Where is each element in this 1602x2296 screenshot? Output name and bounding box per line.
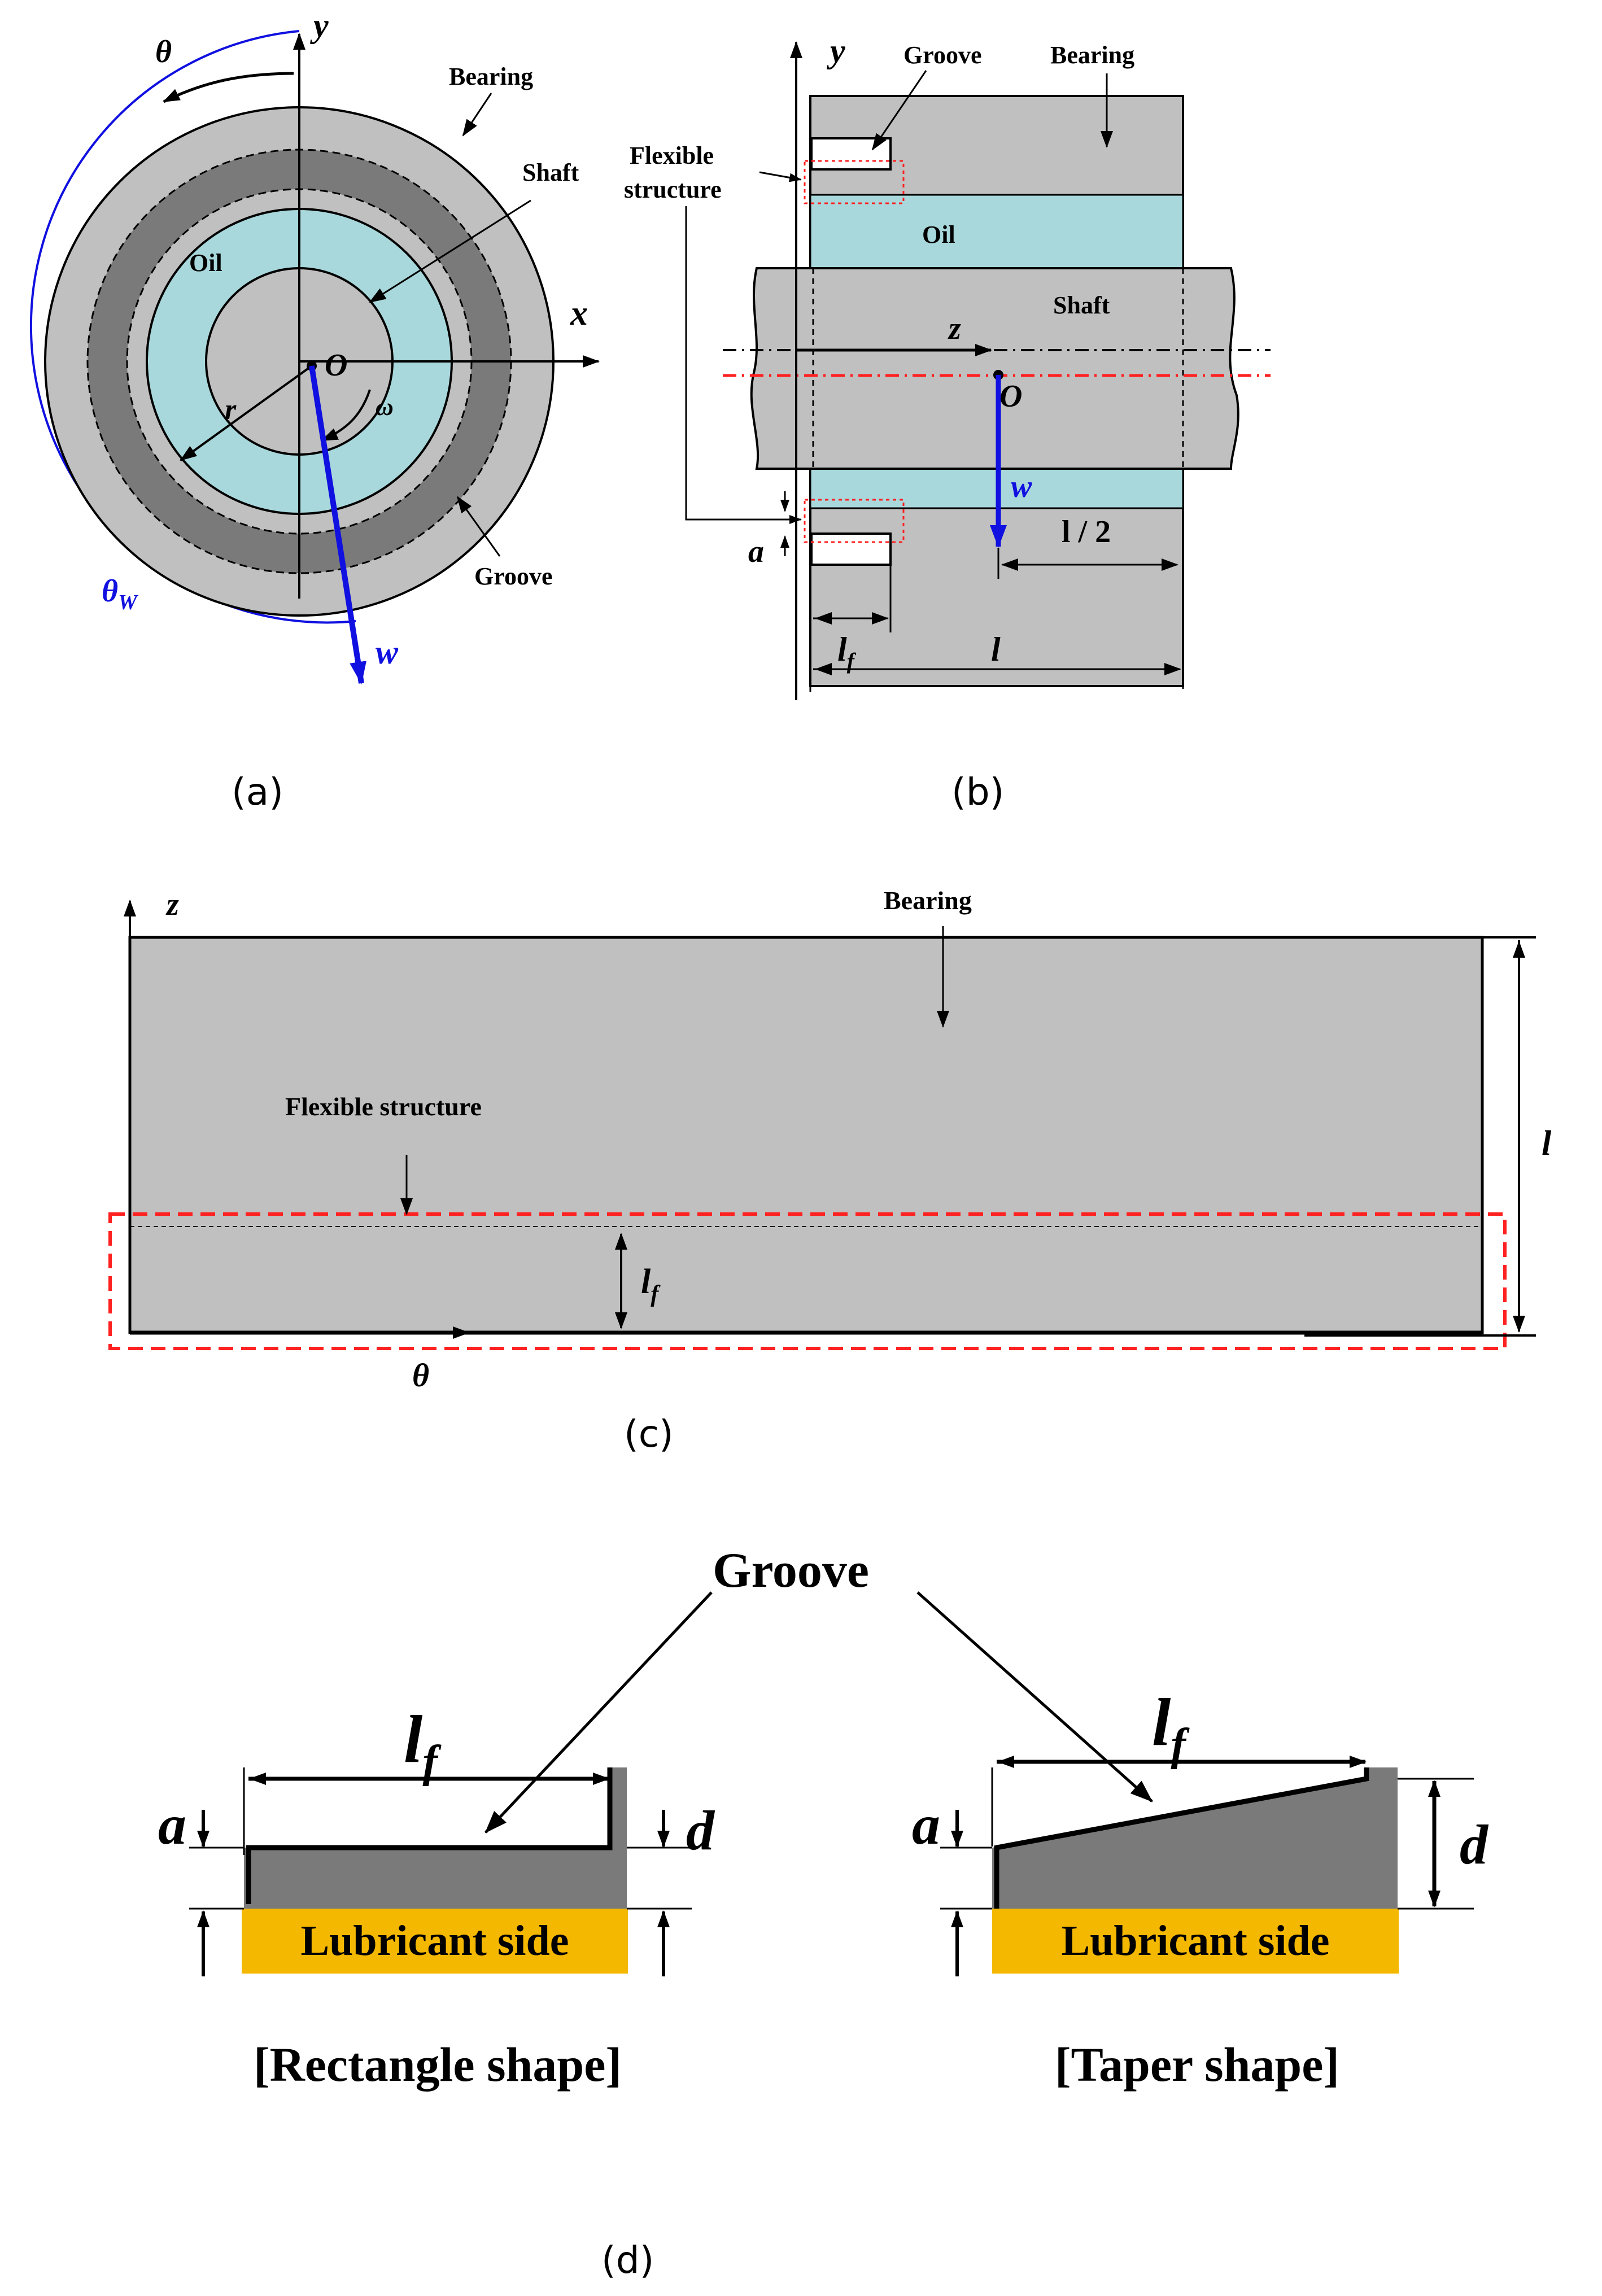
r-arrow (180, 365, 313, 461)
w-label-a: w (376, 634, 399, 671)
groove-label-d: Groove (713, 1543, 869, 1598)
theta-arc (163, 72, 294, 103)
panel-b: y Groove Bearing Flexible structure Oil … (624, 32, 1271, 814)
groove-leader-right (916, 1591, 1153, 1802)
caption-d: (d) (601, 2238, 654, 2282)
panel-a: θ y Bearing Shaft Oil x O ω r Groove θW … (30, 7, 600, 814)
lf-label-c: lf (641, 1263, 661, 1307)
bearing-label-b: Bearing (1050, 41, 1134, 69)
flex-box-top (804, 160, 905, 204)
flexible-label-c: Flexible structure (285, 1092, 482, 1121)
shaft-leader (369, 199, 531, 303)
groove-label-b: Groove (903, 41, 982, 69)
groove-leader-b (871, 70, 927, 151)
taper-d-label: d (1460, 1813, 1489, 1876)
oil-label-b: Oil (922, 221, 955, 248)
z-label-b: z (948, 311, 961, 346)
rect-title: [Rectangle shape] (254, 2037, 622, 2092)
groove-slot-top (810, 137, 892, 171)
lf-label-b: lf (837, 631, 857, 674)
groove-slot-bottom (810, 532, 892, 566)
flex-leader-long (685, 206, 802, 524)
groove-leader (456, 496, 501, 557)
theta-w-label: θW (102, 574, 139, 614)
bearing-leader (462, 93, 492, 137)
caption-a: (a) (232, 770, 283, 814)
rect-body (244, 1848, 627, 1909)
rect-wall (610, 1767, 627, 1849)
x-label: x (570, 294, 588, 333)
panel-d: Groove Lubricant side lf a (158, 1543, 1489, 2282)
flex-region (108, 1212, 1507, 1350)
shaft-label: Shaft (522, 159, 579, 186)
l-label-b: l (991, 631, 1001, 668)
a-label-b: a (748, 534, 764, 569)
taper-body (992, 1767, 1398, 1909)
rect-d-label: d (686, 1799, 715, 1862)
shaft-body (750, 267, 1239, 470)
rect-lf-label: lf (404, 1701, 442, 1787)
rect-a-label: a (158, 1793, 186, 1856)
w-label-b: w (1011, 469, 1032, 504)
theta-label: θ (155, 34, 172, 69)
l-label-c: l (1542, 1124, 1552, 1163)
shaft-label-b: Shaft (1053, 291, 1110, 319)
bearing-unrolled (128, 936, 1484, 1334)
caption-b: (b) (951, 770, 1004, 814)
r-label: r (225, 394, 237, 426)
groove-leader-left (484, 1591, 713, 1834)
omega-label: ω (376, 393, 394, 421)
half-l-label: l / 2 (1062, 514, 1111, 549)
y-label-b: y (827, 32, 845, 69)
taper-lubricant-label: Lubricant side (1061, 1917, 1329, 1965)
taper-a-label: a (912, 1793, 940, 1856)
rect-groove-outline (246, 1767, 613, 1904)
flexible-label-2: structure (624, 176, 722, 203)
rect-lubricant-label: Lubricant side (300, 1917, 569, 1965)
flexible-label-1: Flexible (630, 142, 714, 169)
o-label-b: O (999, 379, 1022, 414)
oil-top (809, 194, 1184, 269)
theta-label-c: θ (412, 1357, 429, 1394)
bearing-label: Bearing (449, 63, 533, 90)
z-label-c: z (165, 887, 179, 922)
omega-arc (321, 389, 371, 442)
w-arrow (309, 365, 366, 684)
y-label: y (310, 7, 329, 44)
rect-lubricant (242, 1909, 628, 1974)
panel-c: z Bearing Flexible structure lf l θ (c) (108, 886, 1552, 1456)
oil-label: Oil (189, 249, 222, 277)
taper-lf-label: lf (1152, 1684, 1190, 1770)
o-label: O (325, 348, 347, 383)
taper-groove-outline (994, 1767, 1369, 1909)
rectangle-shape: Lubricant side lf a d [Rectangle shape] (158, 1701, 715, 2092)
taper-shape: Lubricant side lf a d [Taper shape] (912, 1684, 1489, 2092)
caption-c: (c) (624, 1412, 674, 1456)
taper-title: [Taper shape] (1055, 2037, 1339, 2092)
bearing-label-c: Bearing (884, 886, 972, 915)
groove-label: Groove (474, 562, 553, 590)
flex-leader-top (759, 171, 802, 182)
flex-box-bottom (804, 499, 905, 543)
taper-lubricant (992, 1909, 1399, 1974)
